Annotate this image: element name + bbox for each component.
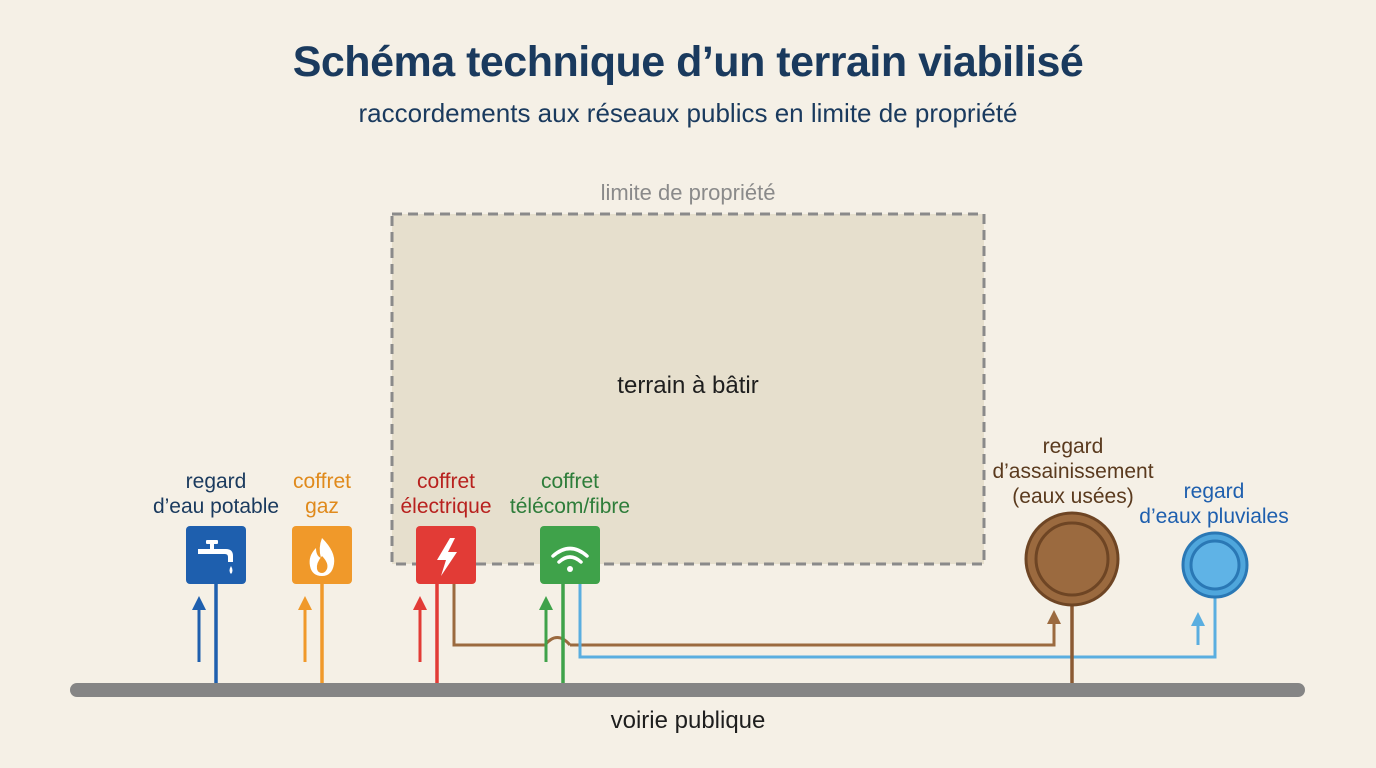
water-arrowhead <box>192 596 206 610</box>
diagram-title: Schéma technique d’un terrain viabilisé <box>292 38 1084 86</box>
telecom-arrowhead <box>539 596 553 610</box>
wifi-icon <box>551 546 589 572</box>
water-box <box>186 526 246 584</box>
telecom-box <box>540 526 600 584</box>
diagram-subtitle: raccordements aux réseaux publics en lim… <box>358 98 1018 128</box>
gas-label: coffret gaz <box>293 470 351 518</box>
electric-label: coffret électrique <box>400 470 492 518</box>
telecom-label: coffret télécom/fibre <box>509 470 631 518</box>
property-boundary <box>390 212 986 566</box>
faucet-icon <box>198 540 233 574</box>
sewage-label: regard d’assainissement (eaux usées) <box>992 435 1154 508</box>
road-label: voirie publique <box>610 707 766 734</box>
stormwater-label: regard d’eaux pluviales <box>1139 480 1289 528</box>
manhole-icon <box>1024 511 1120 607</box>
property-boundary-label: limite de propriété <box>600 180 776 205</box>
electric-arrowhead <box>413 596 427 610</box>
pipe-crossing <box>543 636 572 647</box>
lightning-icon <box>437 538 457 576</box>
lot-label: terrain à bâtir <box>617 372 759 399</box>
sewage-pipe <box>452 584 1056 647</box>
sewage-arrowhead <box>1047 610 1061 624</box>
flame-icon <box>309 538 335 576</box>
gas-arrowhead <box>298 596 312 610</box>
stormwater-arrowhead <box>1191 612 1205 626</box>
public-road <box>70 683 1305 697</box>
stormwater-pipe <box>578 584 1217 659</box>
stormwater-manhole-icon <box>1181 531 1249 599</box>
water-label: regard d’eau potable <box>152 470 280 518</box>
